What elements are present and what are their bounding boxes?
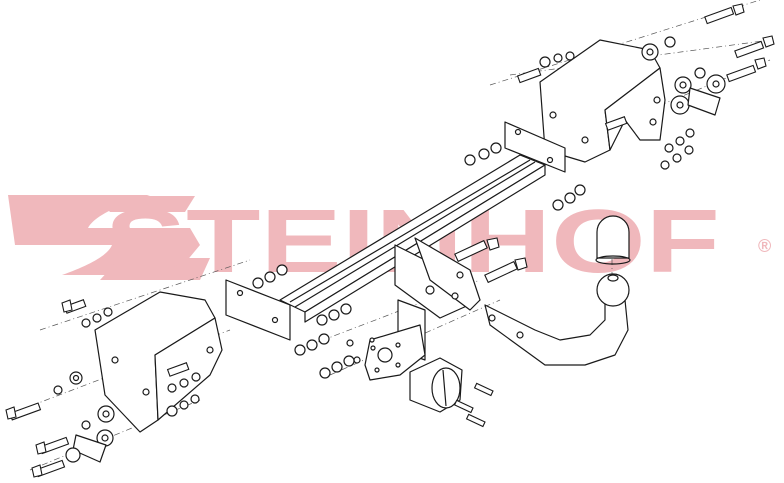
- steinhof-logo-swoosh: [8, 195, 210, 280]
- right-mounting-bracket: [539, 39, 666, 163]
- electrical-socket: [409, 357, 494, 428]
- registered-mark: ®: [758, 236, 771, 256]
- tow-ball: [596, 273, 630, 307]
- left-bracket-hardware: [5, 299, 201, 478]
- tow-ball-neck: [484, 299, 629, 366]
- socket-plate: [346, 299, 426, 381]
- right-bracket-hardware: [516, 3, 775, 170]
- center-receiver: [394, 237, 528, 319]
- beam-hardware-lower: [294, 303, 355, 379]
- ball-cap: [595, 215, 631, 265]
